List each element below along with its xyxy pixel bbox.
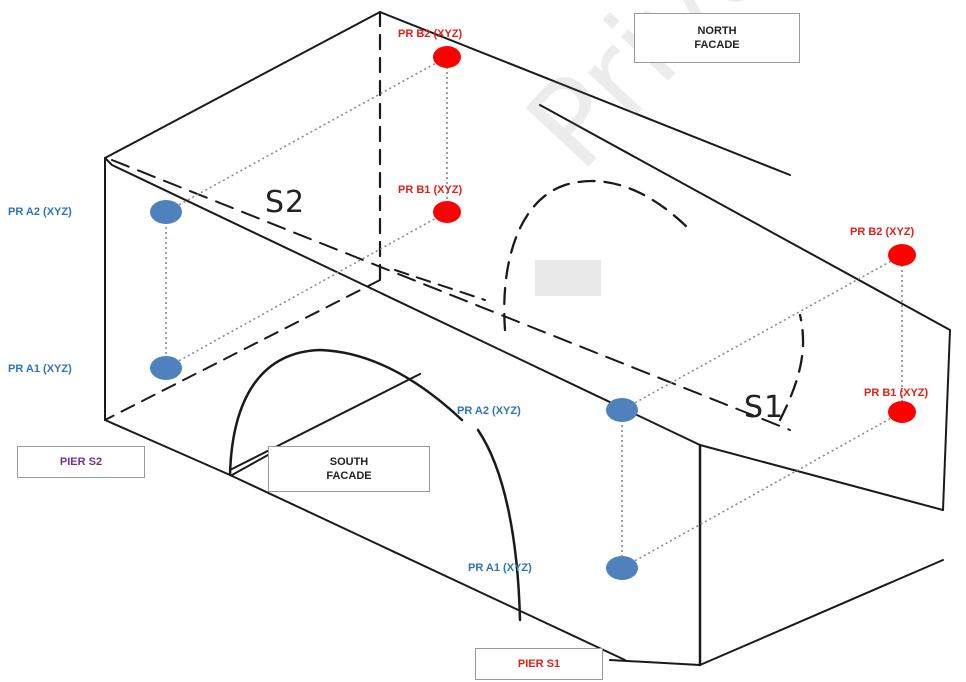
point-b1-top bbox=[433, 201, 461, 223]
pier-s1-box: PIER S1 bbox=[475, 648, 603, 680]
point-b1-right bbox=[888, 401, 916, 423]
south-facade-line2: FACADE bbox=[326, 470, 372, 482]
label-pr-b1-top: PR B1 (XYZ) bbox=[398, 184, 463, 196]
point-b2-right bbox=[888, 244, 916, 266]
pier-s2-box: PIER S2 bbox=[17, 446, 145, 478]
pier-s1-label: PIER S1 bbox=[517, 658, 561, 670]
north-facade-line1: NORTH bbox=[697, 25, 737, 37]
blank-patch bbox=[535, 260, 601, 296]
south-facade-box: SOUTH FACADE bbox=[268, 446, 430, 492]
label-pr-b2-right: PR B2 (XYZ) bbox=[850, 226, 915, 238]
face-label-s1: S1 bbox=[744, 390, 785, 425]
point-a1-left bbox=[150, 356, 182, 380]
label-pr-b1-right: PR B1 (XYZ) bbox=[864, 387, 929, 399]
point-b2-top bbox=[433, 46, 461, 68]
point-a2-left bbox=[150, 200, 182, 224]
measurement-lines bbox=[165, 56, 903, 569]
label-pr-b2-top: PR B2 (XYZ) bbox=[398, 28, 463, 40]
structure-lines bbox=[104, 10, 951, 667]
face-label-s2: S2 bbox=[265, 185, 306, 220]
north-facade-box: NORTH FACADE bbox=[634, 13, 800, 63]
point-a2-front bbox=[606, 398, 638, 422]
label-pr-a2-left: PR A2 (XYZ) bbox=[8, 206, 72, 218]
south-facade-line1: SOUTH bbox=[329, 456, 369, 468]
label-pr-a1-front: PR A1 (XYZ) bbox=[468, 562, 532, 574]
label-pr-a1-left: PR A1 (XYZ) bbox=[8, 363, 72, 375]
pier-s2-label: PIER S2 bbox=[59, 456, 103, 468]
survey-points bbox=[150, 46, 916, 580]
north-facade-line2: FACADE bbox=[694, 39, 740, 51]
point-a1-front bbox=[606, 556, 638, 580]
label-pr-a2-front: PR A2 (XYZ) bbox=[457, 405, 521, 417]
